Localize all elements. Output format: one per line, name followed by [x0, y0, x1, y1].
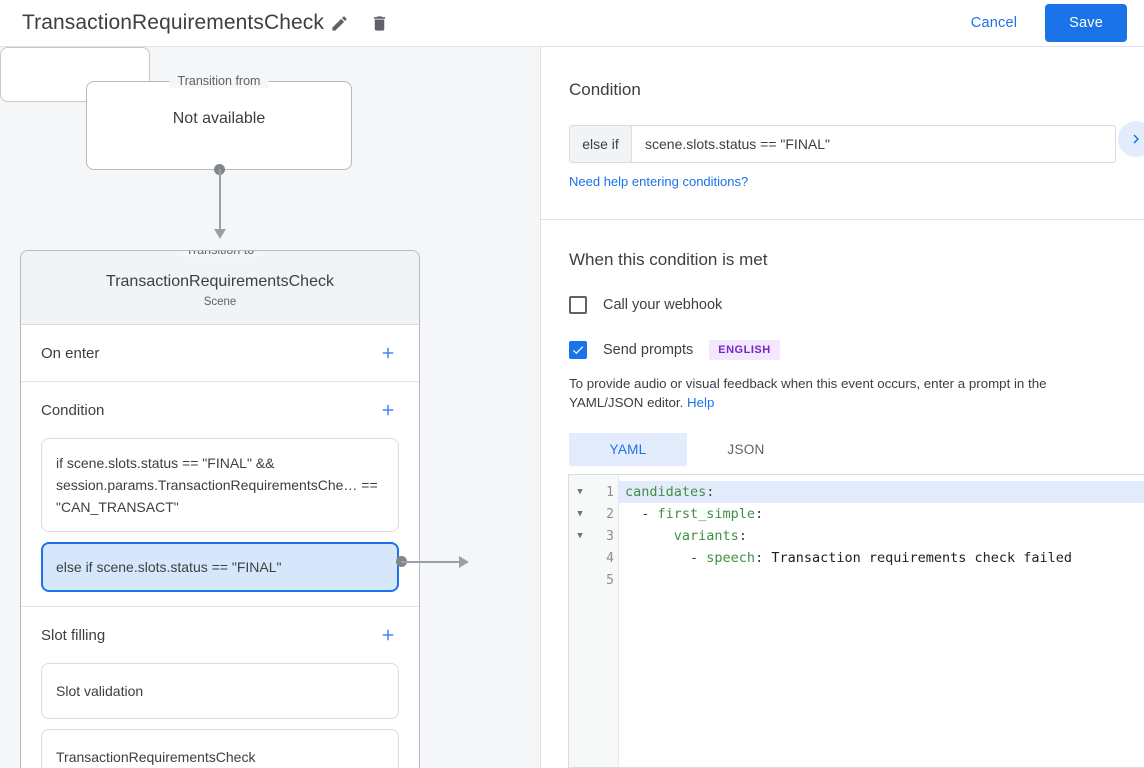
condition-editor-section: Condition else if Need help entering con…	[541, 47, 1144, 191]
code-token: Transaction requirements check failed	[771, 550, 1073, 566]
line-number: 4	[606, 550, 614, 566]
section-on-enter: On enter	[21, 325, 419, 382]
section-slot-filling: Slot filling Slot validation Transaction…	[21, 607, 419, 768]
condition-help-link[interactable]: Need help entering conditions?	[569, 174, 749, 189]
code-line[interactable]: candidates:	[619, 481, 1144, 503]
slot-filling-items: Slot validation TransactionRequirementsC…	[41, 663, 399, 768]
connector-arrow-right	[459, 556, 469, 568]
code-token: -	[625, 550, 707, 566]
panel-divider	[541, 219, 1144, 220]
code-line[interactable]	[619, 569, 1144, 591]
condition-input-row[interactable]: else if	[569, 125, 1116, 163]
line-number: 2	[606, 506, 614, 522]
transition-from-legend: Transition from	[169, 74, 269, 88]
connector-line-vertical	[219, 169, 221, 232]
line-number: 1	[606, 484, 614, 500]
fold-triangle-icon[interactable]: ▼	[577, 531, 583, 541]
transition-from-text: Not available	[172, 110, 266, 127]
condition-item-selected[interactable]: else if scene.slots.status == "FINAL"	[41, 542, 399, 592]
app-header: TransactionRequirementsCheck Cancel Save	[0, 0, 1144, 47]
scene-header: TransactionRequirementsCheck Scene	[21, 251, 419, 325]
scene-type: Scene	[203, 296, 237, 308]
call-webhook-checkbox[interactable]	[569, 296, 587, 314]
when-condition-met-section: When this condition is met Call your web…	[541, 220, 1144, 466]
pencil-icon[interactable]	[324, 8, 354, 38]
code-token: :	[755, 550, 772, 566]
call-webhook-label: Call your webhook	[603, 297, 723, 313]
editor-format-tabs: YAML JSON	[569, 433, 1116, 466]
save-button[interactable]: Save	[1045, 4, 1127, 42]
prompts-help-link[interactable]: Help	[687, 395, 715, 410]
slot-item[interactable]: TransactionRequirementsCheck	[41, 729, 399, 768]
condition-heading: Condition	[569, 80, 641, 99]
transition-to-node[interactable]: Transition to TransactionRequirementsChe…	[20, 250, 420, 768]
add-on-enter-button[interactable]	[377, 342, 399, 364]
flow-canvas[interactable]: Transition from Not available Transition…	[0, 47, 540, 768]
prompts-helper-text: To provide audio or visual feedback when…	[569, 374, 1116, 412]
line-number: 5	[606, 572, 614, 588]
add-condition-button[interactable]	[377, 399, 399, 421]
gutter-row: ▼1	[569, 481, 618, 503]
scene-name: TransactionRequirementsCheck	[106, 273, 334, 290]
condition-input[interactable]	[632, 126, 1115, 162]
code-line[interactable]: - first_simple:	[619, 503, 1144, 525]
section-title-on-enter: On enter	[41, 344, 100, 362]
editor-code-area[interactable]: candidates: - first_simple: variants: - …	[619, 475, 1144, 767]
add-slot-filling-button[interactable]	[377, 624, 399, 646]
condition-item[interactable]: if scene.slots.status == "FINAL" && sess…	[41, 438, 399, 532]
code-line[interactable]: - speech: Transaction requirements check…	[619, 547, 1144, 569]
code-token: candidates	[625, 484, 707, 500]
code-token: :	[738, 528, 747, 544]
gutter-row: ▼2	[569, 503, 618, 525]
code-token: :	[755, 506, 764, 522]
code-token: speech	[706, 550, 756, 566]
slot-validation-item[interactable]: Slot validation	[41, 663, 399, 719]
connector-arrow-down	[214, 229, 226, 239]
connector-line-horizontal	[401, 561, 461, 563]
code-token: variants	[673, 528, 739, 544]
gutter-row: ▼5	[569, 569, 618, 591]
send-prompts-label: Send prompts	[603, 342, 694, 358]
code-token: first_simple	[657, 506, 756, 522]
cancel-button[interactable]: Cancel	[957, 7, 1031, 39]
tab-json[interactable]: JSON	[727, 442, 765, 457]
editor-gutter: ▼1▼2▼3▼4▼5	[569, 475, 619, 767]
line-number: 3	[606, 528, 614, 544]
yaml-editor[interactable]: ▼1▼2▼3▼4▼5 candidates: - first_simple: v…	[568, 474, 1144, 768]
transition-to-legend: Transition to	[177, 251, 263, 257]
tab-yaml[interactable]: YAML	[569, 433, 687, 466]
code-line[interactable]: variants:	[619, 525, 1144, 547]
code-token	[625, 528, 674, 544]
trash-icon[interactable]	[364, 8, 394, 38]
gutter-row: ▼4	[569, 547, 618, 569]
webhook-row[interactable]: Call your webhook	[569, 296, 1116, 314]
language-badge: ENGLISH	[709, 340, 780, 360]
prompts-helper-copy: To provide audio or visual feedback when…	[569, 376, 1047, 410]
fold-triangle-icon[interactable]: ▼	[577, 509, 583, 519]
chevron-right-icon[interactable]	[1118, 121, 1144, 157]
fold-triangle-icon[interactable]: ▼	[577, 487, 583, 497]
condition-items: if scene.slots.status == "FINAL" && sess…	[41, 438, 399, 606]
gutter-row: ▼3	[569, 525, 618, 547]
when-met-heading: When this condition is met	[569, 250, 768, 269]
code-token: -	[625, 506, 658, 522]
send-prompts-row[interactable]: Send prompts ENGLISH	[569, 340, 1116, 360]
code-token: :	[706, 484, 715, 500]
section-condition: Condition if scene.slots.status == "FINA…	[21, 382, 419, 607]
send-prompts-checkbox[interactable]	[569, 341, 587, 359]
section-title-condition: Condition	[41, 401, 105, 419]
condition-prefix-label: else if	[570, 126, 632, 162]
section-title-slot-filling: Slot filling	[41, 626, 106, 644]
page-title: TransactionRequirementsCheck	[22, 11, 324, 34]
transition-from-node[interactable]: Transition from Not available	[86, 74, 352, 170]
